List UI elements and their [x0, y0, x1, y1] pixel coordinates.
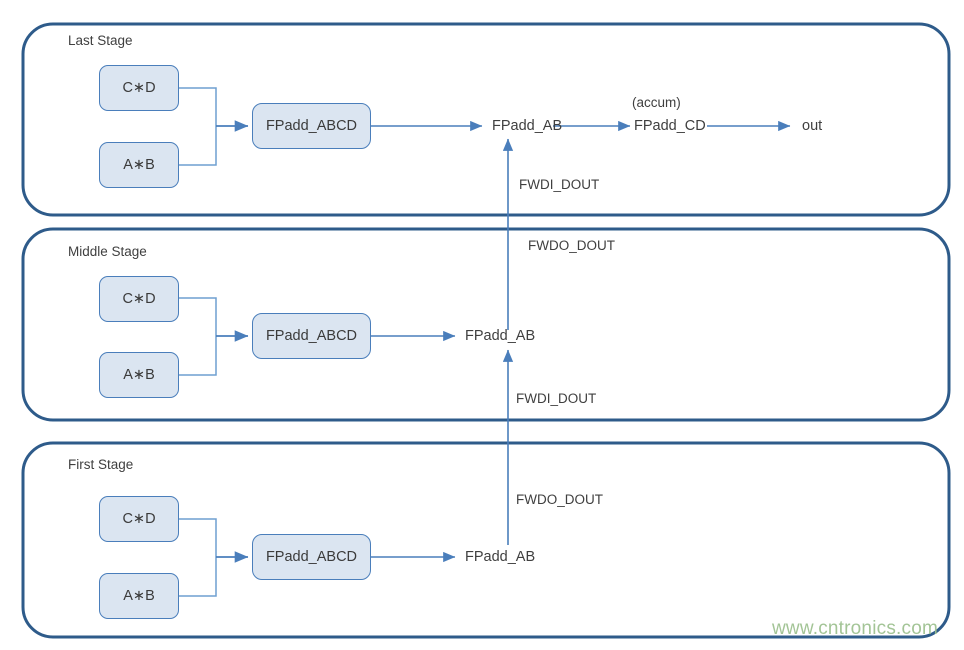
node-adder-first-label: FPadd_ABCD — [265, 549, 358, 565]
node-adder-middle: FPadd_ABCD — [252, 313, 371, 359]
stage-container-first — [21, 441, 951, 639]
label-accum-node: FPadd_CD — [634, 118, 706, 134]
node-ab-last-label: A∗B — [123, 157, 155, 173]
node-cd-last: C∗D — [99, 65, 179, 111]
stage-container-last — [21, 22, 951, 217]
label-final-out: out — [802, 118, 823, 134]
node-adder-first: FPadd_ABCD — [252, 534, 371, 580]
stage-title-middle: Middle Stage — [68, 244, 147, 259]
node-cd-middle: C∗D — [99, 276, 179, 322]
node-cd-last-label: C∗D — [122, 80, 156, 96]
label-accum-note: (accum) — [632, 95, 681, 110]
node-ab-first-label: A∗B — [123, 588, 155, 604]
stage-title-last: Last Stage — [68, 33, 133, 48]
signal-label-fwdo-dout-first: FWDO_DOUT — [516, 492, 603, 507]
node-ab-middle: A∗B — [99, 352, 179, 398]
node-ab-middle-label: A∗B — [123, 367, 155, 383]
node-adder-last: FPadd_ABCD — [252, 103, 371, 149]
node-adder-middle-label: FPadd_ABCD — [265, 328, 358, 344]
label-output-first: FPadd_AB — [465, 549, 536, 565]
stage-container-middle — [21, 227, 951, 422]
label-output-middle: FPadd_AB — [465, 328, 536, 344]
stage-title-first: First Stage — [68, 457, 134, 472]
node-cd-middle-label: C∗D — [122, 291, 156, 307]
node-ab-first: A∗B — [99, 573, 179, 619]
signal-label-fwdi-dout-last: FWDI_DOUT — [519, 177, 600, 192]
node-ab-last: A∗B — [99, 142, 179, 188]
node-cd-first: C∗D — [99, 496, 179, 542]
signal-label-fwdi-dout-middle: FWDI_DOUT — [516, 391, 597, 406]
node-cd-first-label: C∗D — [122, 511, 156, 527]
label-output-last: FPadd_AB — [492, 118, 563, 134]
signal-label-fwdo-dout-middle: FWDO_DOUT — [528, 238, 615, 253]
node-adder-last-label: FPadd_ABCD — [265, 118, 358, 134]
watermark-text: www.cntronics.com — [772, 618, 938, 639]
